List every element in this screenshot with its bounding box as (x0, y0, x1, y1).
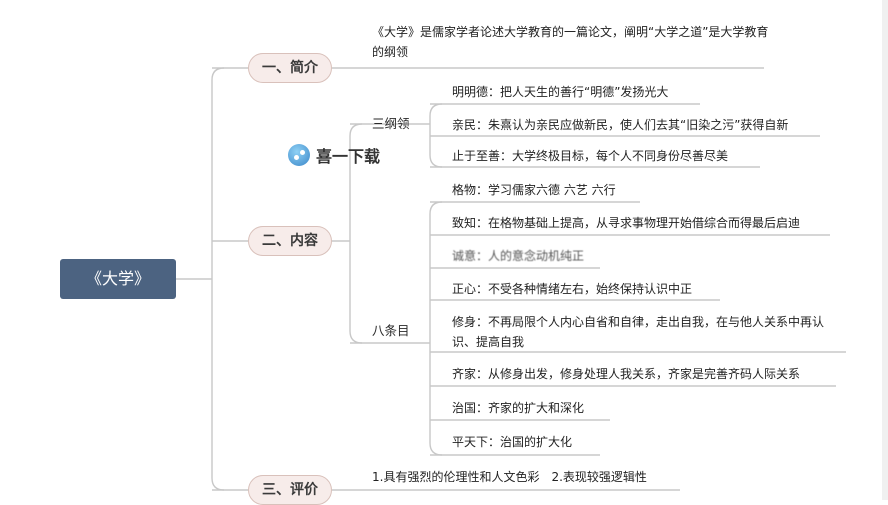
intro-text: 《大学》是儒家学者论述大学教育的一篇论文，阐明“大学之道”是大学教育的纲领 (372, 25, 769, 59)
watermark: 喜一下载 (288, 140, 380, 170)
leaf-gewu: 格物：学习儒家六德 六艺 六行 (452, 183, 616, 197)
node-sangang[interactable]: 三纲领 (372, 116, 410, 131)
leaf-qinmin: 亲民：朱熹认为亲民应做新民，使人们去其“旧染之污”获得自新 (452, 118, 789, 132)
connector-content-trunk (349, 123, 363, 344)
leaf-zhiguo: 治国：齐家的扩大和深化 (452, 401, 585, 415)
leaf-mingmingde: 明明德：把人天生的善行“明德”发扬光大 (452, 85, 669, 99)
leaf-qijia: 齐家：从修身出发，修身处理人我关系，齐家是完善齐码人际关系 (452, 367, 801, 381)
branch-intro[interactable]: 一、简介 (248, 53, 332, 83)
share-icon (288, 144, 310, 166)
leaf-chengyi: 诚意：人的意念动机纯正 (452, 249, 585, 263)
scrollbar-track[interactable] (882, 0, 888, 500)
leaf-zhiyuzhishan: 止于至善：大学终极目标，每个人不同身份尽善尽美 (452, 149, 729, 163)
leaf-zhizhi: 致知：在格物基础上提高，从寻求事物理开始借综合而得最后启迪 (452, 216, 801, 230)
branch-evaluation[interactable]: 三、评价 (248, 475, 332, 505)
leaf-pingtianxia: 平天下：治国的扩大化 (452, 435, 573, 449)
node-batiaomu[interactable]: 八条目 (372, 323, 410, 338)
leaf-xiushen: 修身：不再局限个人内心自省和自律，走出自我，在与他人关系中再认识、提高自我 (452, 315, 825, 349)
branch-content[interactable]: 二、内容 (248, 226, 332, 256)
evaluation-text: 1.具有强烈的伦理性和人文色彩 2.表现较强逻辑性 (372, 470, 647, 484)
watermark-text: 喜一下载 (316, 147, 381, 166)
leaf-zhengxin: 正心：不受各种情绪左右，始终保持认识中正 (452, 282, 693, 296)
root-node[interactable]: 《大学》 (60, 259, 176, 299)
connector-trunk (211, 67, 225, 491)
